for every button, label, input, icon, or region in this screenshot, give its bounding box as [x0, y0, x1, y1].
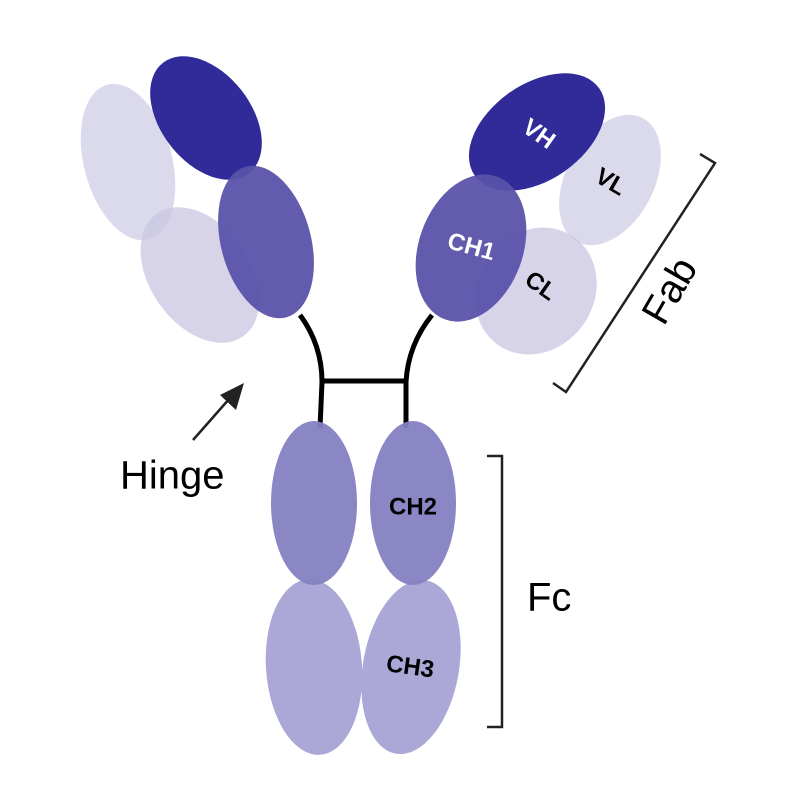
right-vh-domain	[468, 73, 606, 191]
left-ch2-domain	[271, 421, 357, 585]
fc-bracket	[487, 454, 504, 729]
hinge-right-chain	[403, 313, 434, 428]
right-ch3-domain	[361, 579, 461, 755]
ch2-label: CH2	[389, 493, 437, 520]
fab-bracket	[552, 152, 717, 394]
left-vh-domain	[150, 56, 262, 180]
left-ch1-domain	[218, 165, 314, 319]
left-ch3-domain	[265, 579, 363, 755]
left-vl-domain	[80, 83, 176, 241]
fab-label: Fab	[634, 250, 707, 332]
right-ch2-domain	[370, 421, 456, 585]
hinge-left-chain	[297, 313, 325, 429]
right-ch1-domain	[415, 174, 527, 322]
hinge-label: Hinge	[120, 454, 225, 498]
ch3-label: CH3	[385, 650, 436, 683]
hinge-arrowhead	[220, 383, 244, 410]
fc-label: Fc	[527, 576, 571, 620]
hinge-arrow	[192, 397, 231, 441]
